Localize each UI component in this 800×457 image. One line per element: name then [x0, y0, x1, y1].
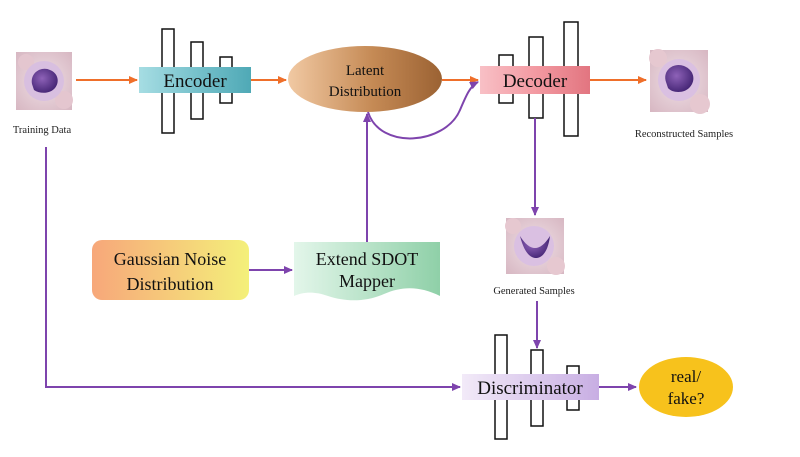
purple-arrows — [45, 81, 637, 391]
arrow-latent-curve-to-decoder — [367, 81, 479, 140]
arrow-training-to-discriminator — [45, 147, 461, 391]
generated-samples-label: Generated Samples — [493, 286, 574, 297]
discriminator-box — [462, 374, 599, 400]
gaussian-label-line2: Distribution — [126, 274, 213, 294]
reconstructed-samples-image — [649, 49, 710, 114]
latent-distribution-node — [288, 46, 442, 112]
decoder-box — [480, 66, 590, 94]
training-data-label: Training Data — [13, 125, 72, 136]
encoder-box — [139, 67, 251, 93]
discriminator-label: Discriminator — [477, 378, 583, 399]
generated-samples-image — [505, 218, 565, 275]
gaussian-label-line1: Gaussian Noise — [114, 249, 226, 269]
sdot-label-line1: Extend SDOT — [316, 249, 419, 269]
output-label-line2: fake? — [668, 389, 705, 408]
sdot-mapper-box — [294, 242, 440, 301]
latent-label-line1: Latent — [346, 63, 385, 79]
encoder-label: Encoder — [163, 71, 227, 92]
reconstructed-samples-label: Reconstructed Samples — [635, 129, 733, 140]
gaussian-noise-box — [92, 240, 249, 300]
real-fake-output — [639, 357, 733, 417]
training-data-image — [16, 52, 73, 110]
latent-label-line2: Distribution — [329, 84, 402, 100]
sdot-label-line2: Mapper — [339, 271, 395, 291]
decoder-label: Decoder — [503, 71, 568, 92]
output-label-line1: real/ — [671, 367, 701, 386]
